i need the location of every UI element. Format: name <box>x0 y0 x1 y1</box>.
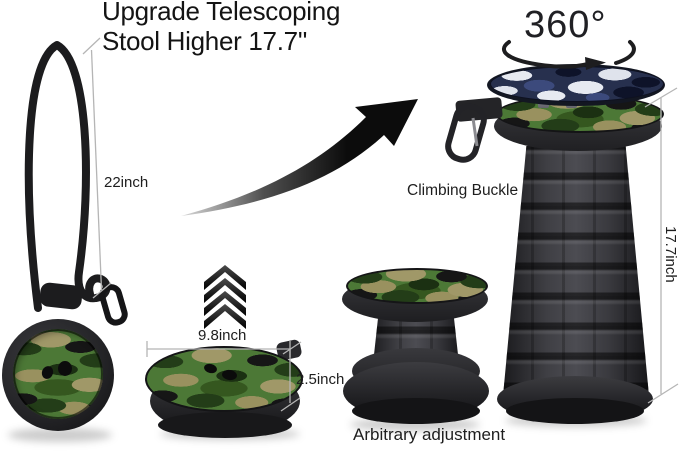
adjustment-label: Arbitrary adjustment <box>353 425 506 444</box>
folded-stool-bottom <box>158 412 292 438</box>
folded-thickness-label: 2.5inch <box>296 371 345 388</box>
seat-hole <box>58 361 72 376</box>
extended-stool-base-bottom <box>506 398 644 424</box>
rotation-value: 360 <box>524 4 591 46</box>
title-line1: Upgrade Telescoping <box>102 0 341 26</box>
folded-stool-camo-top <box>145 346 303 412</box>
extended-stool-column <box>503 146 649 396</box>
half-stool-camo-seat <box>346 268 488 304</box>
packed-stool-camo-face <box>13 329 103 419</box>
extended-height-label: 17.7inch <box>662 226 679 283</box>
title-line2: Stool Higher 17.7'' <box>102 26 308 56</box>
rotation-degrees-label: 360° <box>524 6 607 44</box>
half-stool-base-bottom <box>352 398 480 424</box>
packed-stool-shadow <box>8 428 112 442</box>
strap-length-measure-line <box>82 37 112 299</box>
strap-length-label: 22inch <box>104 174 149 191</box>
climbing-buckle-label: Climbing Buckle <box>407 182 519 199</box>
product-title: Upgrade Telescoping Stool Higher 17.7'' <box>102 0 340 56</box>
degree-symbol: ° <box>590 4 607 46</box>
strap-clip-icon <box>99 284 128 326</box>
seat-diameter-label: 9.8inch <box>198 327 247 344</box>
rotating-disc-camo-top <box>490 66 664 102</box>
up-chevrons-icon <box>204 265 246 329</box>
swoosh-arrow-icon <box>181 99 418 216</box>
